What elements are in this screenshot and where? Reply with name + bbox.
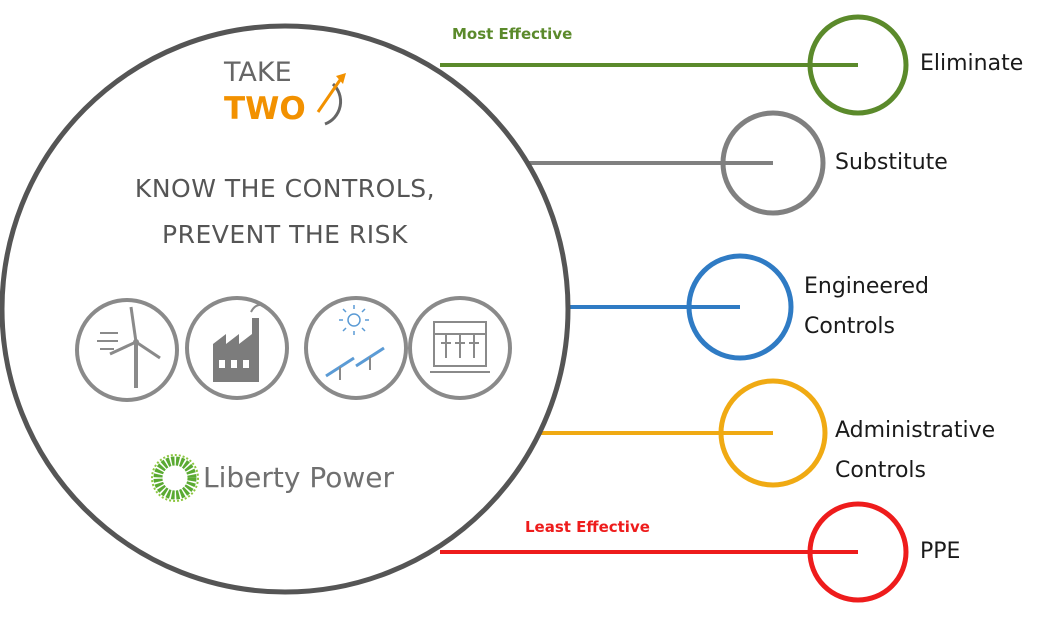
ppe-ring (807, 501, 909, 603)
company-name: Liberty Power (203, 461, 394, 494)
liberty-power-logo-icon (151, 454, 199, 502)
administrative-controls-label-line-2: Controls (835, 458, 926, 483)
eliminate-label: Eliminate (920, 51, 1024, 76)
solar-panel-icon (304, 296, 408, 400)
take-two-logo-take: TAKE (224, 57, 292, 88)
headline-line-2: PREVENT THE RISK (162, 220, 408, 249)
eliminate-ring (807, 14, 909, 116)
least-effective-label: Least Effective (525, 518, 650, 536)
administrative-controls-ring (718, 378, 828, 488)
substation-icon (408, 296, 512, 400)
engineered-controls-label-line-2: Controls (804, 314, 895, 339)
main-circle (0, 23, 571, 595)
substitute-label: Substitute (835, 150, 948, 175)
ppe-label: PPE (920, 539, 961, 564)
headline-line-1: KNOW THE CONTROLS, (134, 174, 436, 203)
factory-icon (185, 296, 289, 400)
most-effective-label: Most Effective (452, 25, 573, 43)
take-two-swoosh-icon (316, 73, 346, 126)
engineered-controls-label-line-1: Engineered (804, 274, 929, 299)
substitute-ring (720, 110, 826, 216)
take-two-logo-two: TWO (224, 91, 306, 127)
wind-turbine-icon (75, 298, 179, 402)
engineered-controls-ring (686, 253, 794, 361)
administrative-controls-label-line-1: Administrative (835, 418, 996, 443)
